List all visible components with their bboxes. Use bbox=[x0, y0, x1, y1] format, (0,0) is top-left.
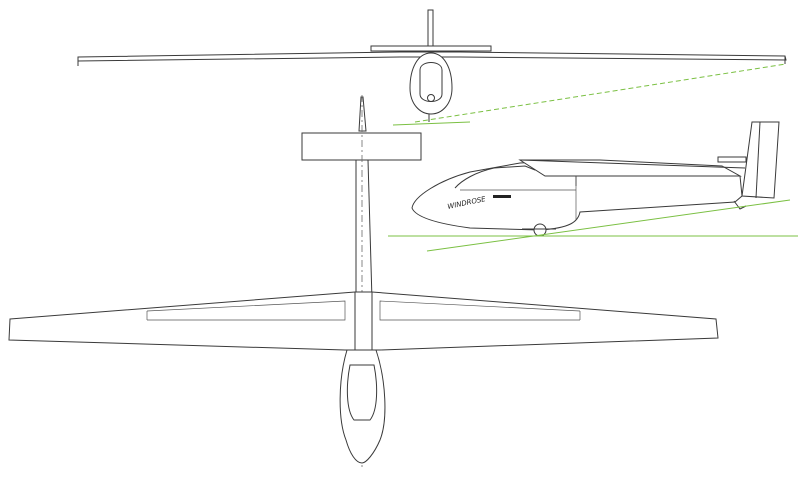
side-tailplane bbox=[717, 156, 747, 163]
side-view: WINDROSE bbox=[388, 121, 798, 252]
front-ground-line bbox=[392, 121, 471, 126]
front-stabilizer bbox=[370, 45, 492, 52]
top-aileron-right bbox=[379, 300, 581, 321]
front-reference-dash bbox=[414, 63, 787, 123]
side-fin bbox=[741, 121, 780, 199]
side-tail-skid bbox=[733, 200, 747, 210]
side-fuselage bbox=[411, 159, 743, 231]
side-wing-root bbox=[518, 159, 742, 177]
top-tailplane bbox=[301, 132, 422, 161]
side-detail-bar bbox=[493, 195, 511, 198]
front-wheel bbox=[427, 94, 435, 102]
top-rudder bbox=[358, 96, 367, 132]
top-tail-boom bbox=[355, 159, 373, 301]
side-rudder-hinge bbox=[755, 121, 761, 199]
side-attitude-line bbox=[426, 199, 791, 252]
top-view bbox=[8, 95, 719, 470]
side-wing-top bbox=[519, 159, 746, 169]
top-canopy bbox=[346, 364, 378, 421]
top-aileron-left bbox=[146, 300, 346, 321]
top-wing bbox=[8, 291, 719, 351]
top-fuselage bbox=[339, 349, 386, 464]
front-canopy bbox=[419, 62, 443, 102]
front-view bbox=[77, 9, 787, 126]
